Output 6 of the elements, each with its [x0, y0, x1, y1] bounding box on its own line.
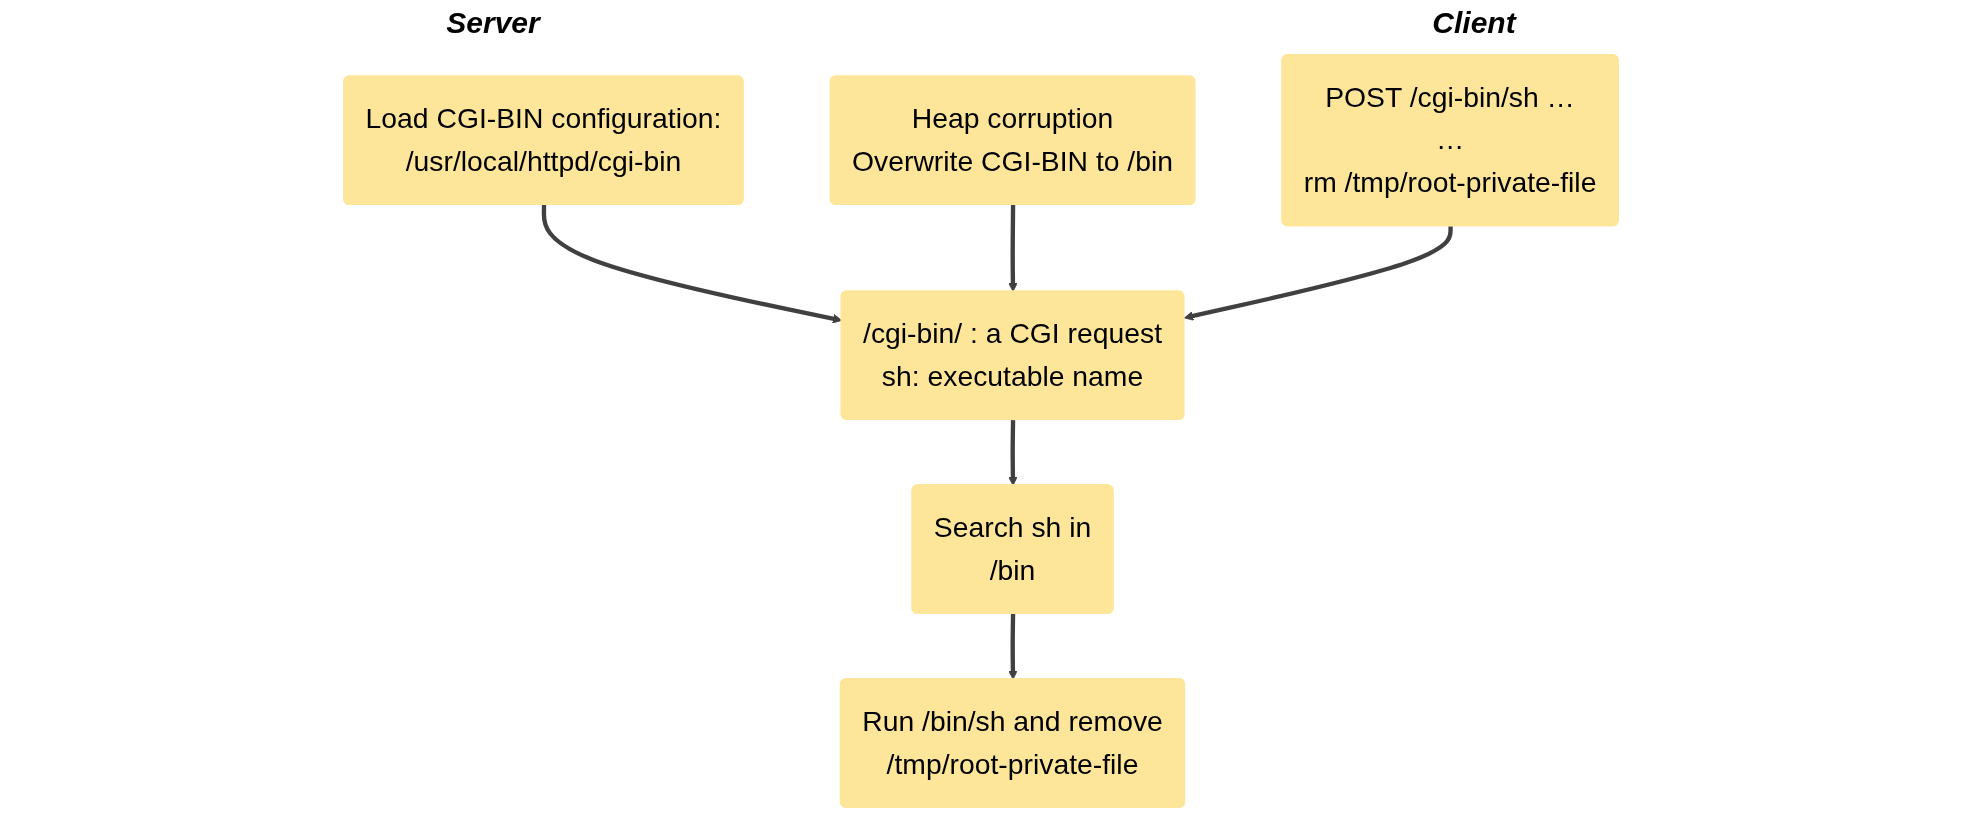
arrow — [1008, 420, 1018, 486]
arrow — [1183, 226, 1453, 321]
column-heading: Server — [446, 6, 540, 40]
arrow — [1008, 613, 1018, 680]
column-heading: Client — [1432, 6, 1516, 40]
arrow — [1008, 205, 1018, 293]
